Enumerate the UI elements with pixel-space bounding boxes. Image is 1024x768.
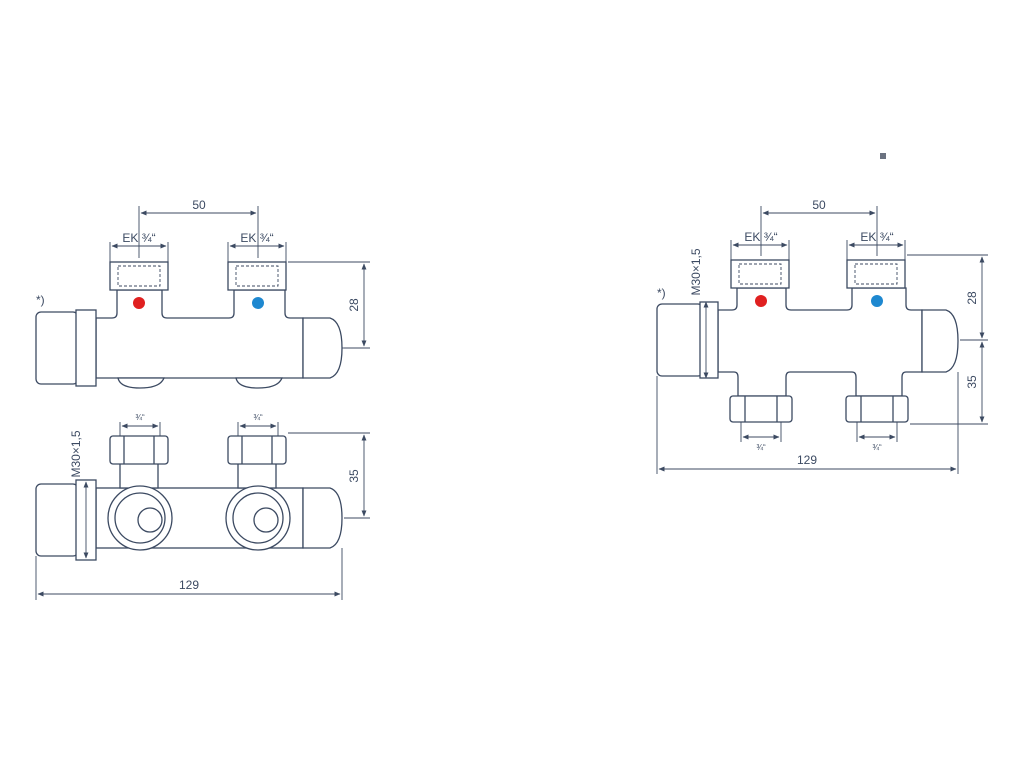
hex-nut-right <box>227 435 287 465</box>
dim-35-label-r: 35 <box>965 375 979 389</box>
ek-label-left: EK ¾“ <box>122 231 155 245</box>
note-mark-right: *) <box>657 286 666 300</box>
right-end-cap-r <box>921 309 959 373</box>
left-cap-r <box>656 303 704 377</box>
ek-label-right: EK ¾“ <box>240 231 273 245</box>
hot-indicator <box>133 297 145 309</box>
dim-50-label-r: 50 <box>812 198 826 212</box>
bottom-nut-right-r <box>845 395 909 423</box>
right-end-cap-front <box>302 487 343 549</box>
dim-50-label: 50 <box>192 198 206 212</box>
hot-indicator-r <box>755 295 767 307</box>
dim-129-label-right: 129 <box>797 453 817 467</box>
ek-label-right-r: EK ¾“ <box>860 230 893 244</box>
ek-fitting-left-r <box>730 259 790 289</box>
ek-fitting-left <box>109 261 169 291</box>
left-cap <box>35 311 79 385</box>
bottom-nut-left-r <box>729 395 793 423</box>
cold-indicator-r <box>871 295 883 307</box>
right-view: 50 EK ¾“ EK ¾“ M30×1,5 *) 28 35 ¾“ ¾“ <box>656 153 988 474</box>
note-mark-left: *) <box>36 293 45 307</box>
left-cap-front <box>35 483 79 557</box>
right-end-cap <box>302 317 343 379</box>
left-nut <box>75 309 97 387</box>
valve-body <box>95 289 304 379</box>
ek-label-left-r: EK ¾“ <box>744 230 777 244</box>
dim-129-label-left: 129 <box>179 578 199 592</box>
ek-fitting-right <box>227 261 287 291</box>
hex-nut-left <box>109 435 169 465</box>
bottom-knob-left <box>117 377 165 389</box>
dim-35-label: 35 <box>347 469 361 483</box>
small-marker <box>880 153 886 159</box>
neck-right <box>237 461 277 489</box>
left-nut-r <box>699 301 719 379</box>
dim-28-label: 28 <box>347 298 361 312</box>
neck-left <box>119 461 159 489</box>
valve-body-right <box>717 287 923 397</box>
ek-fitting-right-r <box>846 259 906 289</box>
left-top-view: 50 EK ¾“ EK ¾“ 28 *) <box>35 198 370 389</box>
thread-label-left: ¾“ <box>135 413 145 422</box>
bottom-knob-right <box>235 377 283 389</box>
dim-28-label-r: 28 <box>965 291 979 305</box>
m30-label-left: M30×1,5 <box>69 430 83 477</box>
thread-label-right-r: ¾“ <box>872 443 882 452</box>
cold-indicator <box>252 297 264 309</box>
thread-label-right: ¾“ <box>253 413 263 422</box>
left-front-view: ¾“ ¾“ 35 M30×1,5 129 <box>35 413 370 600</box>
m30-label-right: M30×1,5 <box>689 248 703 295</box>
thread-label-left-r: ¾“ <box>756 443 766 452</box>
